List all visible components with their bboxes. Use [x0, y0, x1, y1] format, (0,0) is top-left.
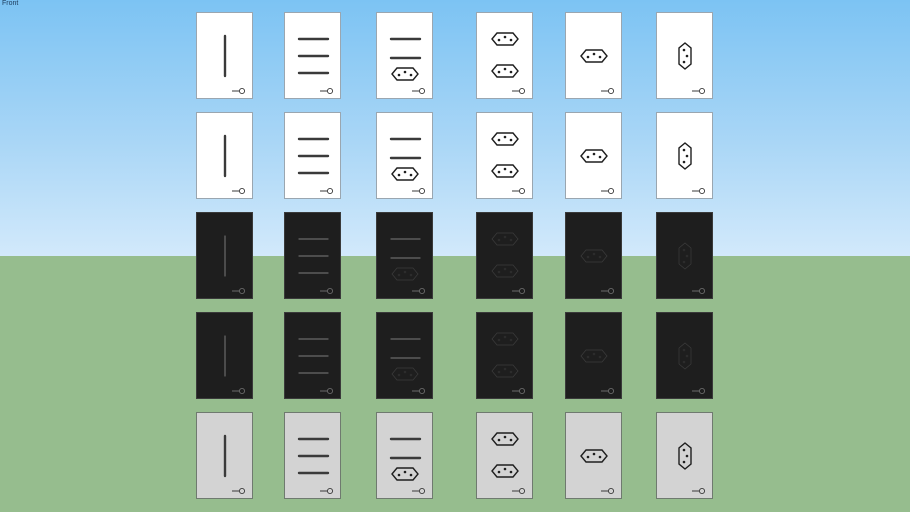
brand-logo-icon	[601, 387, 615, 395]
brand-logo-icon	[512, 487, 526, 495]
brand-logo-icon	[320, 387, 334, 395]
wall-plate-switch-2-socket-1-black[interactable]	[376, 212, 433, 299]
wall-plate-switch-3-white[interactable]	[284, 12, 341, 99]
socket-outlet-icon	[491, 264, 519, 278]
brand-logo-icon	[232, 187, 246, 195]
wall-plate-switch-1-black[interactable]	[196, 312, 253, 399]
brand-logo-icon	[232, 387, 246, 395]
wall-plate-socket-2-black[interactable]	[476, 312, 533, 399]
wall-plate-switch-1-white[interactable]	[196, 12, 253, 99]
socket-outlet-icon	[491, 332, 519, 346]
wall-plate-socket-1-vertical-white[interactable]	[656, 112, 713, 199]
brand-logo-icon	[692, 87, 706, 95]
socket-outlet-icon	[491, 32, 519, 46]
view-label: Front	[2, 0, 19, 7]
wall-plate-switch-1-black[interactable]	[196, 212, 253, 299]
wall-plate-socket-1-vertical-gray[interactable]	[656, 412, 713, 499]
wall-plate-switch-2-socket-1-white[interactable]	[376, 112, 433, 199]
socket-outlet-icon	[580, 349, 608, 363]
wall-plate-switch-1-gray[interactable]	[196, 412, 253, 499]
brand-logo-icon	[601, 287, 615, 295]
brand-logo-icon	[512, 287, 526, 295]
brand-logo-icon	[601, 87, 615, 95]
brand-logo-icon	[692, 487, 706, 495]
brand-logo-icon	[512, 187, 526, 195]
brand-logo-icon	[320, 487, 334, 495]
socket-outlet-icon	[391, 367, 419, 381]
wall-plate-switch-2-socket-1-black[interactable]	[376, 312, 433, 399]
brand-logo-icon	[232, 87, 246, 95]
brand-logo-icon	[601, 187, 615, 195]
wall-plate-socket-1-gray[interactable]	[565, 412, 622, 499]
socket-outlet-icon	[678, 342, 692, 370]
brand-logo-icon	[320, 287, 334, 295]
brand-logo-icon	[692, 187, 706, 195]
wall-plate-switch-2-socket-1-gray[interactable]	[376, 412, 433, 499]
socket-outlet-icon	[491, 164, 519, 178]
socket-outlet-icon	[391, 467, 419, 481]
socket-outlet-icon	[678, 142, 692, 170]
brand-logo-icon	[320, 87, 334, 95]
brand-logo-icon	[232, 487, 246, 495]
wall-plate-socket-2-white[interactable]	[476, 112, 533, 199]
brand-logo-icon	[601, 487, 615, 495]
wall-plate-socket-1-black[interactable]	[565, 312, 622, 399]
socket-outlet-icon	[491, 132, 519, 146]
socket-outlet-icon	[491, 364, 519, 378]
socket-outlet-icon	[580, 249, 608, 263]
wall-plate-socket-2-black[interactable]	[476, 212, 533, 299]
wall-plate-socket-2-white[interactable]	[476, 12, 533, 99]
brand-logo-icon	[512, 87, 526, 95]
ground-plane	[0, 256, 910, 512]
brand-logo-icon	[232, 287, 246, 295]
brand-logo-icon	[412, 87, 426, 95]
wall-plate-socket-1-white[interactable]	[565, 12, 622, 99]
socket-outlet-icon	[391, 167, 419, 181]
wall-plate-switch-2-socket-1-white[interactable]	[376, 12, 433, 99]
wall-plate-socket-1-vertical-black[interactable]	[656, 312, 713, 399]
wall-plate-socket-1-vertical-black[interactable]	[656, 212, 713, 299]
socket-outlet-icon	[580, 449, 608, 463]
wall-plate-switch-3-white[interactable]	[284, 112, 341, 199]
socket-outlet-icon	[491, 432, 519, 446]
wall-plate-socket-2-gray[interactable]	[476, 412, 533, 499]
wall-plate-socket-1-vertical-white[interactable]	[656, 12, 713, 99]
sky-background	[0, 0, 910, 256]
socket-outlet-icon	[678, 42, 692, 70]
socket-outlet-icon	[491, 64, 519, 78]
socket-outlet-icon	[678, 242, 692, 270]
brand-logo-icon	[320, 187, 334, 195]
socket-outlet-icon	[580, 149, 608, 163]
brand-logo-icon	[512, 387, 526, 395]
socket-outlet-icon	[580, 49, 608, 63]
brand-logo-icon	[692, 287, 706, 295]
brand-logo-icon	[412, 487, 426, 495]
brand-logo-icon	[412, 387, 426, 395]
wall-plate-switch-1-white[interactable]	[196, 112, 253, 199]
wall-plate-socket-1-black[interactable]	[565, 212, 622, 299]
wall-plate-switch-3-gray[interactable]	[284, 412, 341, 499]
wall-plate-switch-3-black[interactable]	[284, 212, 341, 299]
brand-logo-icon	[412, 187, 426, 195]
socket-outlet-icon	[391, 67, 419, 81]
wall-plate-switch-3-black[interactable]	[284, 312, 341, 399]
socket-outlet-icon	[678, 442, 692, 470]
brand-logo-icon	[412, 287, 426, 295]
socket-outlet-icon	[491, 232, 519, 246]
wall-plate-socket-1-white[interactable]	[565, 112, 622, 199]
socket-outlet-icon	[391, 267, 419, 281]
socket-outlet-icon	[491, 464, 519, 478]
brand-logo-icon	[692, 387, 706, 395]
